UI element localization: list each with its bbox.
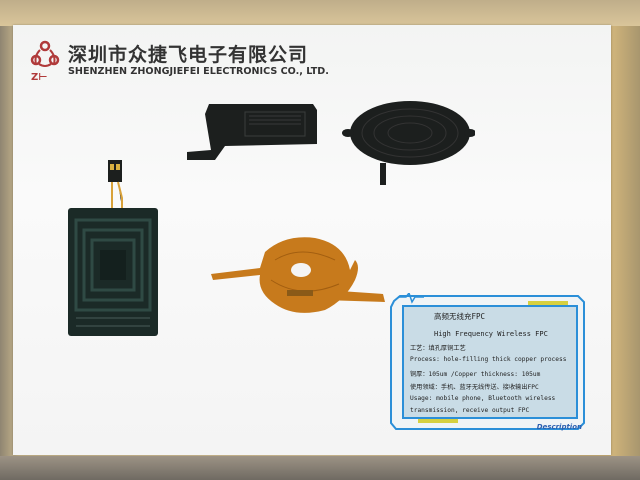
- table-surface: [0, 456, 640, 480]
- description-card: 高频无线充FPC High Frequency Wireless FPC 工艺：…: [388, 293, 588, 433]
- process-cn: 工艺：填孔厚铜工艺: [410, 345, 466, 352]
- company-name-en: SHENZHEN ZHONGJIEFEI ELECTRONICS CO., LT…: [68, 66, 329, 77]
- fpc-black-strip: [187, 104, 317, 160]
- card-title-cn: 高频无线充FPC: [434, 312, 486, 321]
- fpc-amber-coil: [211, 237, 385, 313]
- usage-en-line1: Usage: mobile phone, Bluetooth wireless: [410, 395, 556, 402]
- copper-thickness: 铜厚：105um /Copper thickness: 105um: [410, 371, 541, 378]
- fpc-square-coil: [68, 160, 158, 336]
- process-en: Process: hole-filling thick copper proce…: [410, 356, 567, 363]
- usage-en-line2: transmission, receive output FPC: [410, 407, 530, 414]
- company-name-cn: 深圳市众捷飞电子有限公司: [68, 44, 309, 66]
- usage-cn: 使用领域：手机、蓝牙无线传送、接收输出FPC: [410, 384, 539, 391]
- description-label: Description: [536, 423, 582, 431]
- fpc-oval-coil: [342, 101, 475, 185]
- company-logo-icon: Z⊢: [30, 40, 60, 82]
- frame-top-band: [0, 0, 640, 26]
- svg-text:Z⊢: Z⊢: [31, 72, 47, 82]
- card-content: 高频无线充FPC High Frequency Wireless FPC 工艺：…: [402, 305, 578, 419]
- card-title-en: High Frequency Wireless FPC: [434, 330, 548, 338]
